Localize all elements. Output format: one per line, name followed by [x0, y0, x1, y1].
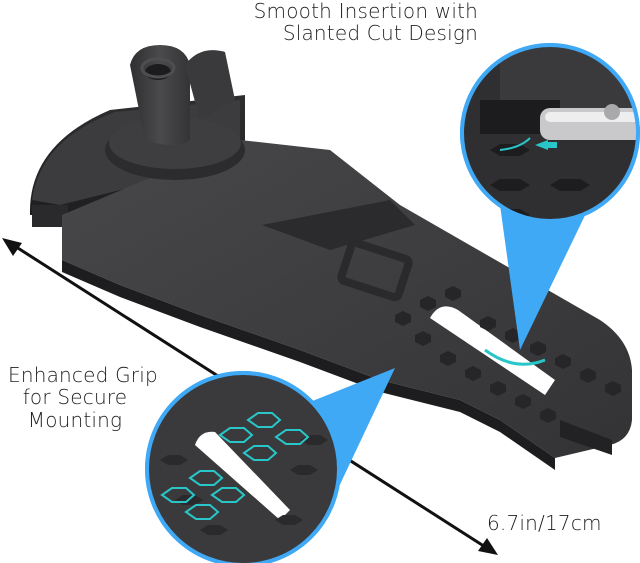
highlighted-hex-pattern — [160, 412, 310, 520]
knob — [105, 45, 245, 180]
callout-label-line: Smooth Insertion with — [253, 0, 478, 23]
callout-insertion-detail — [460, 43, 640, 350]
callout-label-line: Mounting — [27, 407, 123, 432]
callout-label-insertion: Smooth Insertion with Slanted Cut Design — [254, 0, 478, 45]
callout-label-line: Slanted Cut Design — [282, 21, 478, 46]
bracket-body — [29, 45, 632, 470]
callout-label-line: Enhanced Grip — [8, 363, 158, 387]
hex-pattern — [395, 286, 621, 423]
callout-label-grip: Enhanced Grip for Secure Mounting — [8, 363, 158, 432]
callout-label-line: for Secure — [22, 385, 128, 410]
callout-grip-detail — [145, 368, 395, 563]
dimension-label: 6.7in/17cm — [487, 511, 602, 535]
